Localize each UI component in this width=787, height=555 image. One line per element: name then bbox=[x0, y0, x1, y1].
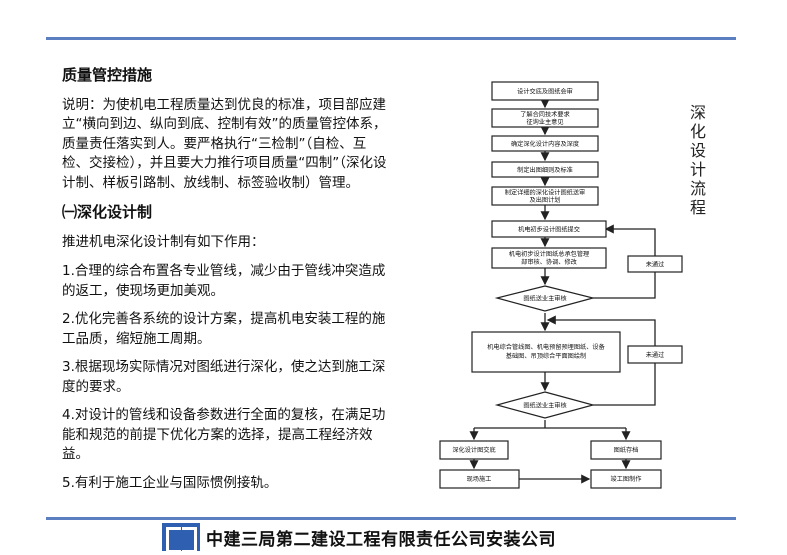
footer-rule bbox=[46, 517, 736, 520]
flow-node-label: 现场施工 bbox=[467, 475, 492, 483]
list-item: 4.对设计的管线和设备参数进行全面的复核，在满足功能和规范的前提下优化方案的选择… bbox=[62, 407, 386, 462]
list-item: 2.优化完善各系统的设计方案，提高机电安装工程的施工品质，缩短施工周期。 bbox=[62, 311, 386, 347]
flow-decision bbox=[494, 285, 596, 312]
flow-node-label: 部审核、协调、修改 bbox=[521, 258, 577, 266]
flow-node-label: 及出图计划 bbox=[530, 196, 561, 204]
flow-node bbox=[627, 345, 683, 364]
flow-node bbox=[590, 440, 662, 460]
flow-node-label: 竣工图制作 bbox=[611, 475, 642, 483]
flow-node-label: 基础图、吊顶综合平面图绘制 bbox=[506, 352, 586, 360]
flow-node bbox=[491, 161, 599, 178]
flow-node-label: 深化设计图交底 bbox=[452, 446, 495, 454]
header-rule bbox=[46, 37, 736, 40]
flow-node bbox=[627, 255, 683, 273]
text-column: 质量管控措施 说明：为使机电工程质量达到优良的标准，项目部应建立“横向到边、纵向… bbox=[62, 66, 392, 502]
flow-node-label: 未通过 bbox=[646, 351, 665, 359]
flow-title-char: 计 bbox=[689, 160, 706, 179]
flow-node-label: 未通过 bbox=[646, 261, 665, 269]
flow-decision bbox=[494, 391, 596, 419]
company-name: 中建三局第二建设工程有限责任公司安装公司 bbox=[206, 529, 556, 550]
flow-node-label: 机电初步设计图纸提交 bbox=[518, 226, 580, 234]
flow-node bbox=[491, 108, 599, 128]
flow-node bbox=[439, 440, 509, 460]
subsection-intro: 推进机电深化设计制有如下作用： bbox=[62, 233, 265, 250]
flow-arrow bbox=[546, 315, 656, 346]
flow-node-label: 设计交底及图纸会审 bbox=[517, 88, 573, 96]
flow-node bbox=[590, 469, 662, 489]
flow-node bbox=[439, 469, 520, 489]
flow-arrow bbox=[593, 363, 656, 406]
flow-decision-label: 图纸送业主审核 bbox=[523, 295, 566, 303]
company-logo-icon bbox=[162, 523, 200, 553]
flow-title-char: 化 bbox=[689, 122, 706, 141]
flow-decision-label: 图纸送业主审核 bbox=[523, 402, 566, 410]
flow-node-label: 确定深化设计内容及深度 bbox=[511, 140, 579, 148]
flow-title-char: 程 bbox=[689, 198, 706, 217]
list-item: 5.有利于施工企业与国际惯例接轨。 bbox=[62, 474, 278, 491]
flow-node-label: 制定详细的深化设计图纸送审 bbox=[505, 189, 585, 197]
flow-arrow bbox=[604, 224, 656, 256]
flow-title: 深 化 设 计 流 程 bbox=[688, 103, 708, 217]
flow-title-char: 设 bbox=[689, 141, 706, 160]
flow-node bbox=[491, 135, 599, 152]
flow-title-char: 深 bbox=[689, 103, 706, 122]
list-item: 3.根据现场实际情况对图纸进行深化，使之达到施工深度的要求。 bbox=[62, 359, 386, 395]
flow-arrow bbox=[593, 272, 656, 299]
flow-node-label: 机电初步设计图纸总承包管理 bbox=[509, 250, 589, 258]
list-item: 1.合理的综合布置各专业管线，减少由于管线冲突造成的返工，使现场更加美观。 bbox=[62, 263, 386, 299]
flow-node-label: 图纸存档 bbox=[614, 446, 639, 454]
flow-node bbox=[471, 331, 621, 373]
flow-node bbox=[491, 247, 607, 269]
flow-node-label: 了解合同技术要求 bbox=[520, 111, 570, 119]
flow-title-char: 流 bbox=[689, 179, 706, 198]
flow-node bbox=[491, 220, 607, 238]
subsection-title: ㈠深化设计制 bbox=[62, 203, 153, 221]
flow-node-label: 机电综合管线图、机电预留预埋图纸、设备 bbox=[487, 343, 605, 351]
intro-paragraph: 说明：为使机电工程质量达到优良的标准，项目部应建立“横向到边、纵向到底、控制有效… bbox=[62, 96, 387, 191]
flow-node bbox=[491, 81, 599, 101]
footer: 中建三局第二建设工程有限责任公司安装公司 bbox=[162, 522, 556, 553]
section-title: 质量管控措施 bbox=[62, 66, 153, 84]
flow-node bbox=[491, 186, 599, 206]
flow-node-label: 征询业主意见 bbox=[526, 118, 563, 126]
flow-node-label: 制定出图细则及标准 bbox=[517, 166, 573, 174]
